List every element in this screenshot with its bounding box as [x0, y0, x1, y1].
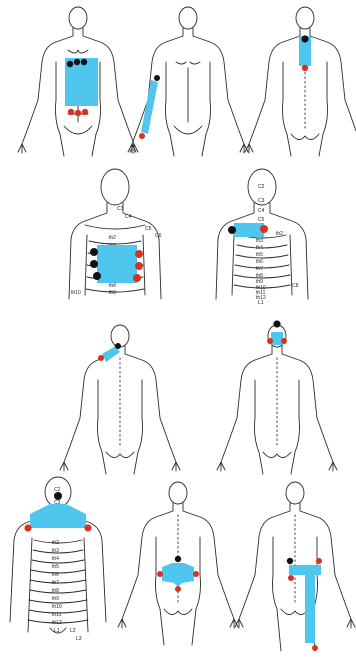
- electrode-red: [157, 571, 163, 577]
- electrode-red: [133, 274, 141, 282]
- back-leg-pad: [289, 565, 321, 643]
- dermatome-label: th6: [52, 572, 59, 578]
- electrode-red: [75, 110, 81, 116]
- electrode-black: [228, 226, 236, 234]
- dermatome-label: C3: [258, 198, 265, 204]
- dermatome-label: th2: [52, 540, 59, 546]
- panel-2-front-arm: [128, 7, 248, 156]
- panel-7-back-neck: [217, 320, 337, 474]
- dermatome-label: th6: [256, 259, 263, 265]
- dermatome-label: th8: [52, 588, 59, 594]
- electrode-red: [281, 338, 287, 344]
- upper-back-pad: [30, 504, 86, 528]
- dermatome-label: th3: [256, 238, 263, 244]
- electrode-red: [302, 65, 308, 71]
- body-outline: [128, 7, 248, 156]
- dermatome-label: C6: [155, 233, 162, 239]
- panel-9-back-lower: [118, 482, 238, 645]
- neck-pad: [271, 332, 283, 345]
- dermatome-label: th8: [109, 283, 116, 289]
- chest-pad: [97, 245, 137, 283]
- electrode-black: [93, 272, 101, 280]
- electrode-black: [81, 59, 87, 65]
- electrode-black: [67, 61, 73, 67]
- electrode-red: [84, 524, 91, 531]
- dermatome-label: th5: [256, 252, 263, 258]
- electrode-red: [68, 109, 74, 115]
- dermatome-label: L2: [70, 628, 76, 634]
- panel-6-back-shoulder: [60, 325, 180, 474]
- electrode-red: [135, 250, 143, 258]
- dermatome-label: th7: [256, 266, 263, 272]
- electrode-red: [193, 571, 199, 577]
- electrode-red: [316, 558, 322, 564]
- lower-back-pad: [162, 563, 194, 587]
- dermatome-label: L3: [76, 636, 82, 642]
- electrode-red: [267, 338, 273, 344]
- electrode-red: [135, 262, 143, 270]
- dermatome-label: th5: [52, 564, 59, 570]
- electrode-black: [90, 248, 98, 256]
- electrode-black: [54, 492, 62, 500]
- dermatome-label: C4: [125, 214, 132, 220]
- dermatome-label: th11: [52, 612, 62, 618]
- dermatome-label: th9: [52, 596, 59, 602]
- electrode-black: [90, 260, 98, 268]
- panel-1-front-chest: [18, 7, 138, 156]
- panel-3-back-neck: [245, 7, 356, 156]
- electrode-black: [74, 59, 80, 65]
- dermatome-label: C2: [258, 184, 265, 190]
- electrode-black: [273, 320, 280, 327]
- panel-5-dermatome-shoulder: C2 C3 C4 C5 th2 th3 th4 th5 th6 th7 th8 …: [216, 169, 308, 306]
- body-outline: [217, 325, 337, 474]
- electrode-red: [82, 109, 88, 115]
- electrode-red: [260, 225, 268, 233]
- panel-8-dermatome-upper-back: C2 C3 th2 th3 th4 th5 th6 th7 th8 th9 th…: [10, 477, 106, 642]
- panel-4-dermatome-chest: C3 C4 C5 C6 th2 th3 th4 th5 th6 th7 th8 …: [69, 169, 162, 299]
- dermatome-label: L1: [54, 628, 60, 634]
- dermatome-label: C8: [292, 283, 299, 289]
- electrode-red: [98, 355, 104, 361]
- arm-pad: [141, 80, 158, 134]
- electrode-black: [154, 75, 160, 81]
- dermatome-label: th3: [52, 548, 59, 554]
- dermatome-label: th9: [109, 290, 116, 296]
- dermatome-label: L1: [258, 300, 264, 306]
- dermatome-label: th10: [52, 604, 62, 610]
- body-outline: [245, 7, 356, 156]
- dermatome-label: th4: [52, 556, 59, 562]
- electrode-black: [301, 35, 308, 42]
- dermatome-label: th7: [52, 580, 59, 586]
- dermatome-label: C5: [258, 217, 265, 223]
- electrode-red: [175, 586, 181, 592]
- dermatome-label: th12: [52, 620, 62, 626]
- dermatome-label: th2: [276, 231, 283, 237]
- panel-10-back-leg: [235, 482, 355, 651]
- dermatome-label: C4: [258, 208, 265, 214]
- electrode-red: [24, 524, 31, 531]
- electrode-red: [312, 645, 318, 651]
- electrode-red: [139, 133, 145, 139]
- electrode-red: [288, 575, 294, 581]
- electrode-black: [115, 343, 121, 349]
- dermatome-label: th2: [109, 235, 116, 241]
- dermatome-label: C5: [145, 226, 152, 232]
- dermatome-label: th10: [71, 290, 81, 296]
- dermatome-label: th4: [256, 245, 263, 251]
- shoulder-pad: [234, 223, 264, 237]
- dermatome-label: C3: [117, 206, 124, 212]
- electrode-black: [175, 556, 181, 562]
- electrode-black: [287, 558, 293, 564]
